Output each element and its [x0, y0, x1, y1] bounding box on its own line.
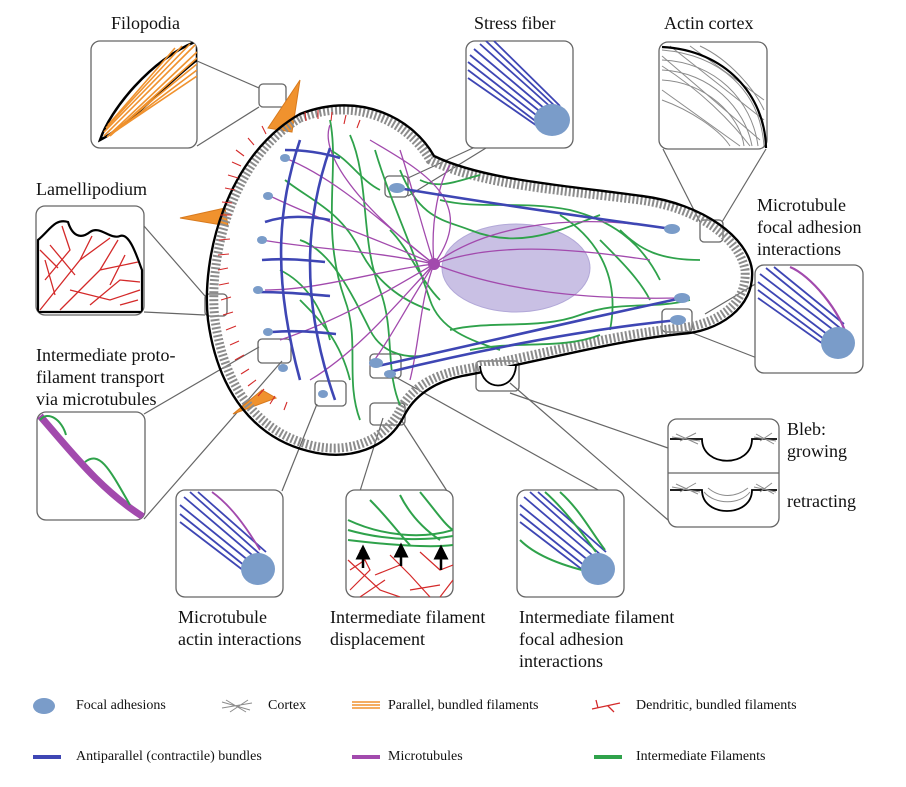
cell [179, 79, 754, 456]
label-iffa-line3: interactions [519, 651, 603, 671]
label-bleb-retracting: retracting [787, 491, 856, 511]
label-bleb-growing: growing [787, 441, 847, 461]
legend-label-antiparallel: Antiparallel (contractile) bundles [76, 749, 262, 764]
label-actin-cortex: Actin cortex [664, 13, 754, 33]
legend-label-microtubules: Microtubules [388, 749, 463, 764]
inset-if-focal-adhesion [516, 489, 625, 598]
label-iffa-line1: Intermediate filament [519, 607, 675, 627]
inset-stress-fiber [465, 40, 574, 149]
inset-bleb [667, 418, 780, 528]
mtoc [428, 258, 440, 270]
bleb-retracting [670, 482, 777, 512]
label-ipf-line3: via microtubules [36, 389, 157, 409]
nucleus [441, 223, 591, 313]
label-filopodia: Filopodia [111, 13, 181, 33]
cell-focal-adhesions [253, 154, 690, 398]
label-mt-fa-line2: focal adhesion [757, 217, 862, 237]
label-bleb: Bleb: [787, 419, 826, 439]
inset-filopodia [90, 40, 198, 149]
inset-actin-cortex [658, 41, 768, 150]
cell-microtubules [261, 124, 681, 381]
label-ipf-line1: Intermediate proto- [36, 345, 176, 365]
label-mt-fa-line1: Microtubule [757, 195, 846, 215]
label-mta-line2: actin interactions [178, 629, 302, 649]
legend-label-parallel: Parallel, bundled filaments [388, 698, 539, 713]
label-mt-fa-line3: interactions [757, 239, 841, 259]
legend-label-focal-adhesions: Focal adhesions [76, 698, 166, 713]
cell-stress-fibers [255, 139, 683, 401]
legend-label-dendritic: Dendritic, bundled filaments [636, 698, 797, 713]
label-ipf-line2: filament transport [36, 367, 165, 387]
legend-label-intermediate: Intermediate Filaments [636, 749, 766, 764]
filopodium-bottom [232, 389, 278, 415]
legend-symbols [33, 698, 622, 759]
label-ifd-line2: displacement [330, 629, 425, 649]
cell-dendritic-edge [217, 110, 361, 411]
label-lamellipodium: Lamellipodium [36, 179, 147, 199]
inset-mt-focal-adhesion [754, 264, 864, 374]
legend-symbol-dendritic [591, 699, 621, 713]
label-stress-fiber: Stress fiber [474, 13, 556, 33]
bleb-growing [670, 432, 777, 462]
legend-symbol-cortex [221, 699, 253, 713]
label-mta-line1: Microtubule [178, 607, 267, 627]
cell-membrane [205, 104, 754, 456]
legend-symbol-focal-adhesions [33, 698, 55, 714]
legend-label-cortex: Cortex [268, 698, 307, 713]
legend-symbol-parallel [352, 701, 380, 709]
cell-cortex [209, 105, 750, 453]
inset-if-displacement [345, 489, 454, 598]
label-ifd-line1: Intermediate filament [330, 607, 486, 627]
label-iffa-line2: focal adhesion [519, 629, 624, 649]
inset-proto-filament-transport [36, 411, 146, 521]
cell-bleb [479, 365, 517, 387]
inset-lamellipodium [35, 205, 145, 316]
inset-mt-actin [175, 489, 284, 598]
